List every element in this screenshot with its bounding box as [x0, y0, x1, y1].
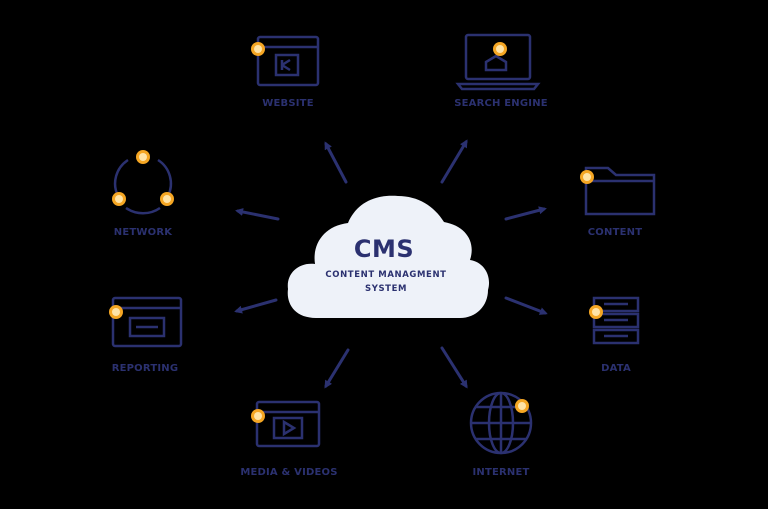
arrow-to-content	[504, 206, 547, 221]
center-title: CMS	[354, 235, 414, 263]
center-subtitle-line2: SYSTEM	[365, 284, 407, 294]
video-player-icon	[255, 400, 321, 448]
arrow-to-internet	[440, 346, 468, 389]
arrow-to-website	[324, 141, 348, 184]
status-dot-icon	[136, 150, 150, 164]
node-website: WEBSITE	[251, 35, 320, 109]
server-icon	[592, 296, 640, 345]
laptop-icon	[455, 33, 541, 91]
browser-window-icon	[256, 35, 320, 87]
node-search-engine: SEARCH ENGINE	[454, 33, 548, 109]
status-dot-icon	[160, 192, 174, 206]
status-dot-icon	[251, 42, 265, 56]
node-label-internet: INTERNET	[472, 467, 529, 478]
status-dot-icon	[589, 305, 603, 319]
node-reporting: REPORTING	[109, 296, 183, 374]
network-cycle-icon	[113, 158, 173, 215]
cloud-shape	[287, 195, 490, 318]
node-label-search-engine: SEARCH ENGINE	[454, 98, 548, 109]
node-data: DATA	[589, 296, 640, 374]
node-label-content: CONTENT	[588, 227, 642, 238]
node-label-website: WEBSITE	[262, 98, 313, 109]
status-dot-icon	[580, 170, 594, 184]
node-label-media-videos: MEDIA & VIDEOS	[240, 467, 337, 478]
status-dot-icon	[112, 192, 126, 206]
arrow-to-reporting	[234, 298, 278, 314]
connector-arrows	[234, 139, 548, 389]
arrow-to-network	[235, 208, 280, 221]
arrow-to-data	[504, 296, 548, 315]
folder-icon	[584, 166, 656, 216]
node-media-videos: MEDIA & VIDEOS	[240, 400, 337, 478]
arrow-to-search-engine	[440, 139, 468, 184]
report-window-icon	[111, 296, 183, 348]
node-content: CONTENT	[580, 166, 656, 238]
status-dot-icon	[515, 399, 529, 413]
status-dot-icon	[251, 409, 265, 423]
status-dot-icon	[109, 305, 123, 319]
node-label-data: DATA	[601, 363, 631, 374]
node-internet: INTERNET	[469, 391, 533, 478]
arrow-to-media-videos	[324, 348, 350, 389]
status-dot-icon	[493, 42, 507, 56]
cms-cloud: CMS CONTENT MANAGMENT SYSTEM	[287, 195, 490, 318]
center-subtitle-line1: CONTENT MANAGMENT	[325, 270, 446, 280]
node-network: NETWORK	[112, 150, 174, 238]
node-label-reporting: REPORTING	[112, 363, 179, 374]
node-label-network: NETWORK	[114, 227, 173, 238]
